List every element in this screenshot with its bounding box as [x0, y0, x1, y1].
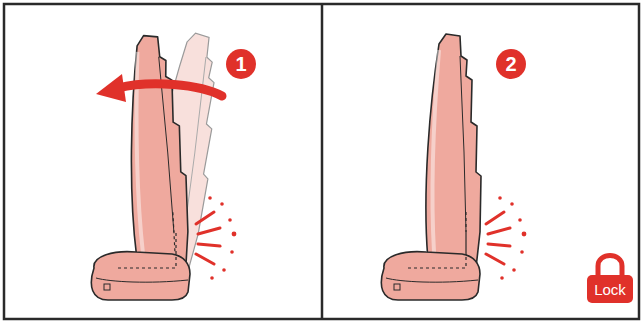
- callout-text: 1: [235, 54, 246, 74]
- callout-text: 2: [505, 54, 516, 74]
- lock-icon: Lock: [587, 275, 633, 303]
- callout-number: 1: [226, 49, 256, 79]
- lock-label: Lock: [594, 282, 626, 297]
- callout-number: 2: [496, 49, 526, 79]
